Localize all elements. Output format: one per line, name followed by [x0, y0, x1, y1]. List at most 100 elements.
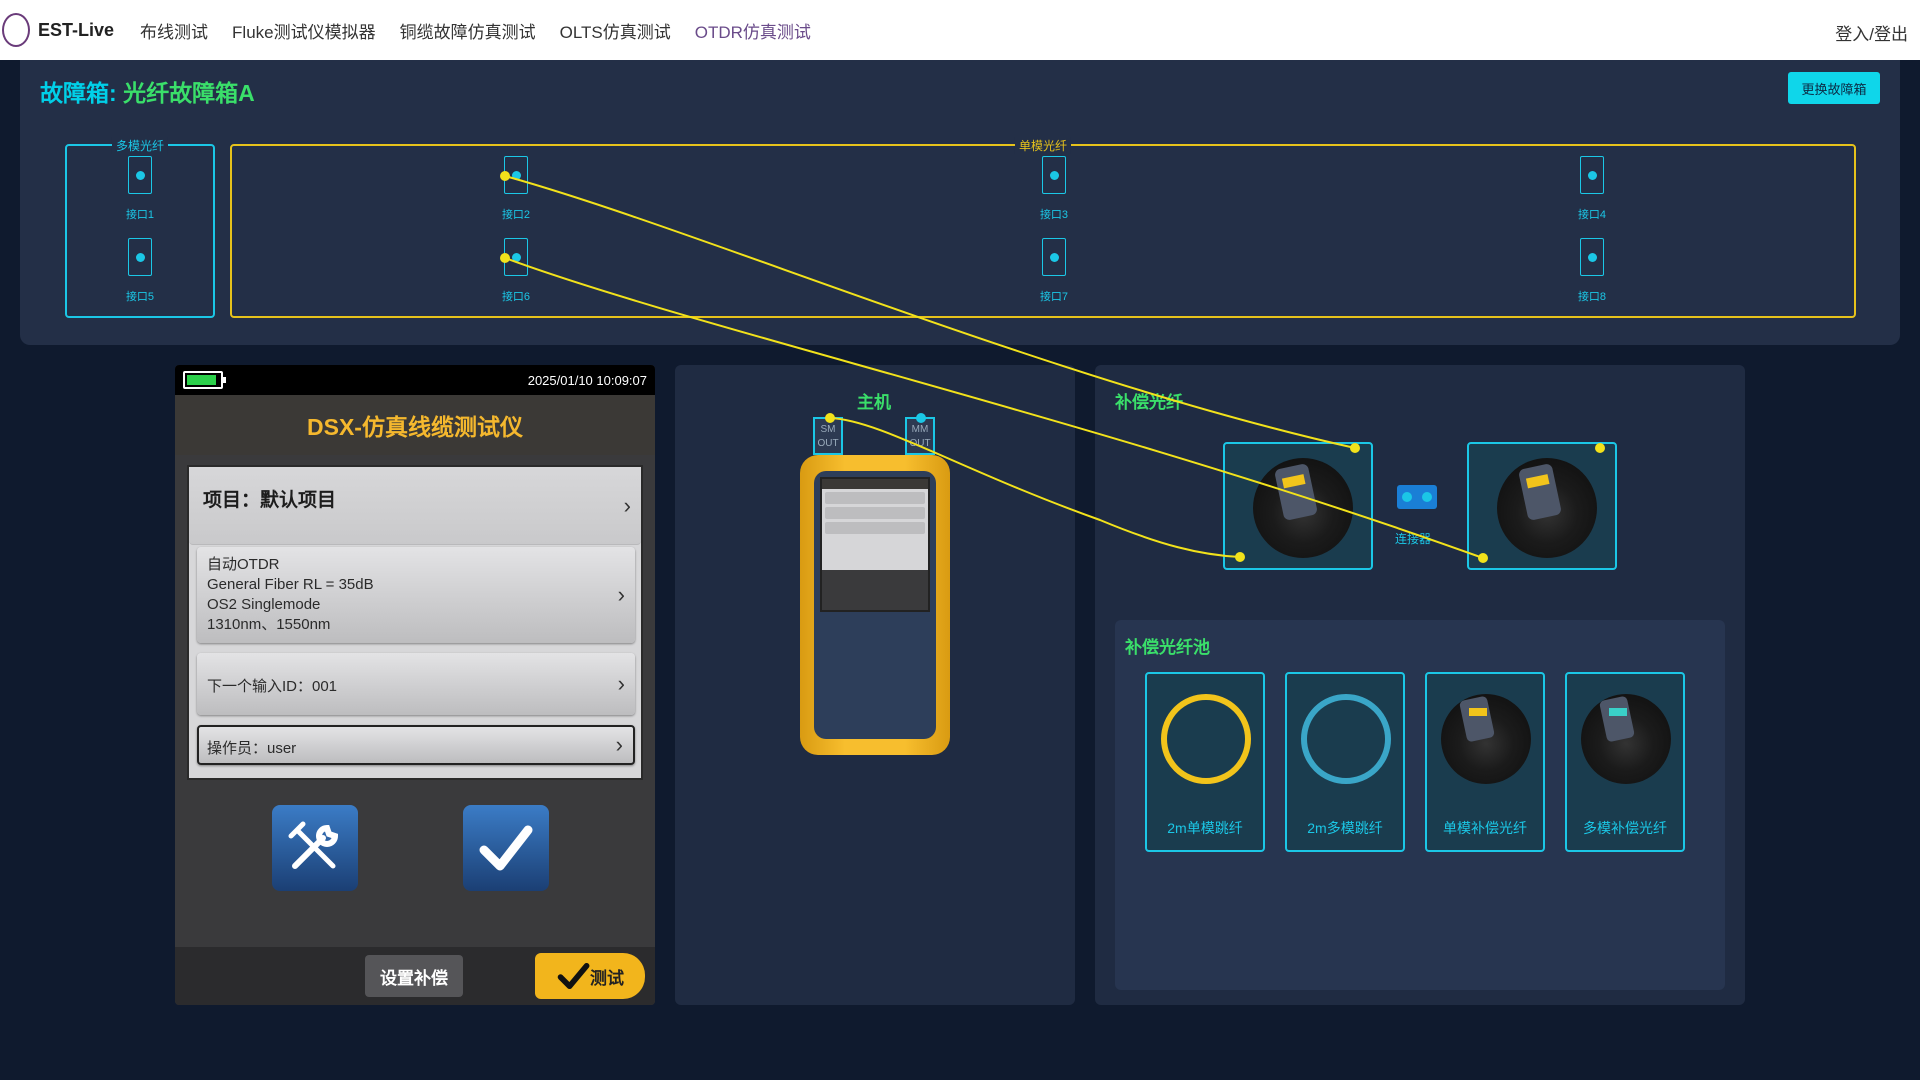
test-setup-row[interactable]: 自动OTDR General Fiber RL = 35dB OS2 Singl…: [197, 547, 635, 643]
test-line-1: 自动OTDR: [207, 556, 280, 573]
pool-item-label: 单模补偿光纤: [1443, 820, 1527, 836]
next-id-label: 下一个输入ID：001: [207, 678, 338, 695]
port-1-label: 接口1: [125, 209, 155, 221]
port-5: 接口5: [110, 238, 170, 304]
test-button[interactable]: 测试: [535, 953, 645, 999]
port-6-socket[interactable]: [504, 238, 528, 276]
change-fault-box-button[interactable]: 更换故障箱: [1788, 72, 1880, 104]
connector-icon[interactable]: [1397, 485, 1437, 509]
host-device-screen: [820, 477, 930, 612]
dsx-datetime: 2025/01/10 10:09:07: [527, 372, 647, 388]
port-3: 接口3: [1024, 156, 1084, 222]
operator-row[interactable]: 操作员：user ›: [197, 725, 635, 765]
compensation-panel: 补偿光纤 连接器 补偿光纤池 2m单模跳纤 2m多模跳纤 单模补偿光纤 多模补偿…: [1095, 365, 1745, 1005]
port-7-label: 接口7: [1039, 291, 1069, 303]
test-check-icon: [557, 962, 590, 990]
nav-otdr-test[interactable]: OTDR仿真测试: [694, 22, 811, 42]
port-3-label: 接口3: [1039, 209, 1069, 221]
compensation-slot-2[interactable]: [1467, 442, 1617, 570]
host-device-body: [814, 471, 936, 739]
port-2-socket[interactable]: [504, 156, 528, 194]
port-8-socket[interactable]: [1580, 238, 1604, 276]
host-device[interactable]: [800, 455, 950, 755]
nav-fluke-simulator[interactable]: Fluke测试仪模拟器: [232, 22, 376, 42]
test-setup-lines: 自动OTDR General Fiber RL = 35dB OS2 Singl…: [207, 555, 374, 635]
singlemode-fiber-group: 单模光纤 接口2 接口3 接口4 接口6 接口7 接口8: [230, 137, 1856, 318]
port-4: 接口4: [1562, 156, 1622, 222]
port-6: 接口6: [486, 238, 546, 304]
mini-row: [825, 507, 925, 519]
port-6-label: 接口6: [501, 291, 531, 303]
set-compensation-button[interactable]: 设置补偿: [365, 955, 463, 997]
pool-item-mm-comp[interactable]: 多模补偿光纤: [1565, 672, 1685, 852]
spool-tag: [1273, 463, 1319, 521]
pool-item-label: 多模补偿光纤: [1583, 820, 1667, 836]
pool-item-label: 2m多模跳纤: [1307, 820, 1383, 836]
sm-out-port[interactable]: SM OUT: [813, 417, 843, 455]
dsx-title: DSX-仿真线缆测试仪: [175, 395, 655, 455]
login-logout-link[interactable]: 登入/登出: [1835, 25, 1908, 44]
pool-item-label: 2m单模跳纤: [1167, 820, 1243, 836]
fiber-spool-icon: [1497, 458, 1597, 558]
tools-button[interactable]: [272, 805, 358, 891]
multimode-label: 多模光纤: [111, 137, 169, 154]
dsx-tester-panel: 2025/01/10 10:09:07 DSX-仿真线缆测试仪 项目：默认项目 …: [175, 365, 655, 1005]
brand-name: EST-Live: [38, 19, 115, 40]
fault-box-panel: 故障箱: 光纤故障箱A 更换故障箱 多模光纤 接口1 接口5 单模光纤 接口2 …: [20, 60, 1900, 345]
test-line-2: General Fiber RL = 35dB: [207, 576, 374, 593]
brand-logo-icon: [2, 13, 30, 47]
connector-label: 连接器: [1395, 532, 1432, 546]
multimode-fiber-group: 多模光纤 接口1 接口5: [65, 137, 215, 318]
dsx-bottom-bar: 设置补偿 测试: [175, 947, 655, 1005]
check-button[interactable]: [463, 805, 549, 891]
mm-out-port[interactable]: MM OUT: [905, 417, 935, 455]
pool-item-mm-patch[interactable]: 2m多模跳纤: [1285, 672, 1405, 852]
brand[interactable]: EST-Live: [0, 0, 140, 60]
project-row[interactable]: 项目：默认项目 ›: [189, 467, 641, 545]
battery-fill: [187, 375, 216, 385]
nav-copper-fault-test[interactable]: 铜缆故障仿真测试: [399, 22, 536, 42]
port-1-socket[interactable]: [128, 156, 152, 194]
nav-cabling-test[interactable]: 布线测试: [140, 22, 209, 42]
operator-label: 操作员：user: [207, 740, 297, 757]
host-label: 主机: [857, 393, 891, 412]
mini-icon-bar: [822, 570, 928, 610]
next-id-row[interactable]: 下一个输入ID：001 ›: [197, 653, 635, 715]
sm-spool-icon: [1441, 694, 1531, 784]
pool-label: 补偿光纤池: [1125, 638, 1210, 657]
project-label: 项目：默认项目: [203, 490, 337, 511]
spool-tag: [1517, 463, 1563, 521]
port-2: 接口2: [486, 156, 546, 222]
battery-icon: [183, 371, 226, 389]
compensation-label: 补偿光纤: [1115, 393, 1183, 412]
dsx-screen: 项目：默认项目 › 自动OTDR General Fiber RL = 35dB…: [187, 465, 643, 780]
singlemode-label: 单模光纤: [1014, 137, 1072, 154]
yellow-patch-cord-icon: [1161, 694, 1251, 784]
port-5-label: 接口5: [125, 291, 155, 303]
chevron-right-icon: ›: [617, 671, 625, 696]
pool-item-sm-patch[interactable]: 2m单模跳纤: [1145, 672, 1265, 852]
mini-row: [825, 492, 925, 504]
test-line-4: 1310nm、1550nm: [207, 616, 331, 633]
fault-title-prefix: 故障箱:: [40, 80, 117, 106]
port-8: 接口8: [1562, 238, 1622, 304]
mini-row: [825, 522, 925, 534]
chevron-right-icon: ›: [623, 492, 631, 518]
port-5-socket[interactable]: [128, 238, 152, 276]
fiber-spool-icon: [1253, 458, 1353, 558]
chevron-right-icon: ›: [617, 582, 625, 607]
port-4-socket[interactable]: [1580, 156, 1604, 194]
dsx-status-bar: 2025/01/10 10:09:07: [175, 365, 655, 395]
port-7-socket[interactable]: [1042, 238, 1066, 276]
port-8-label: 接口8: [1577, 291, 1607, 303]
port-2-label: 接口2: [501, 209, 531, 221]
compensation-slot-1[interactable]: [1223, 442, 1373, 570]
mini-title-bar: [822, 479, 928, 489]
pool-item-sm-comp[interactable]: 单模补偿光纤: [1425, 672, 1545, 852]
chevron-right-icon: ›: [615, 732, 623, 757]
tools-icon: [288, 821, 339, 869]
port-4-label: 接口4: [1577, 209, 1607, 221]
port-7: 接口7: [1024, 238, 1084, 304]
nav-olts-test[interactable]: OLTS仿真测试: [559, 22, 671, 42]
port-3-socket[interactable]: [1042, 156, 1066, 194]
